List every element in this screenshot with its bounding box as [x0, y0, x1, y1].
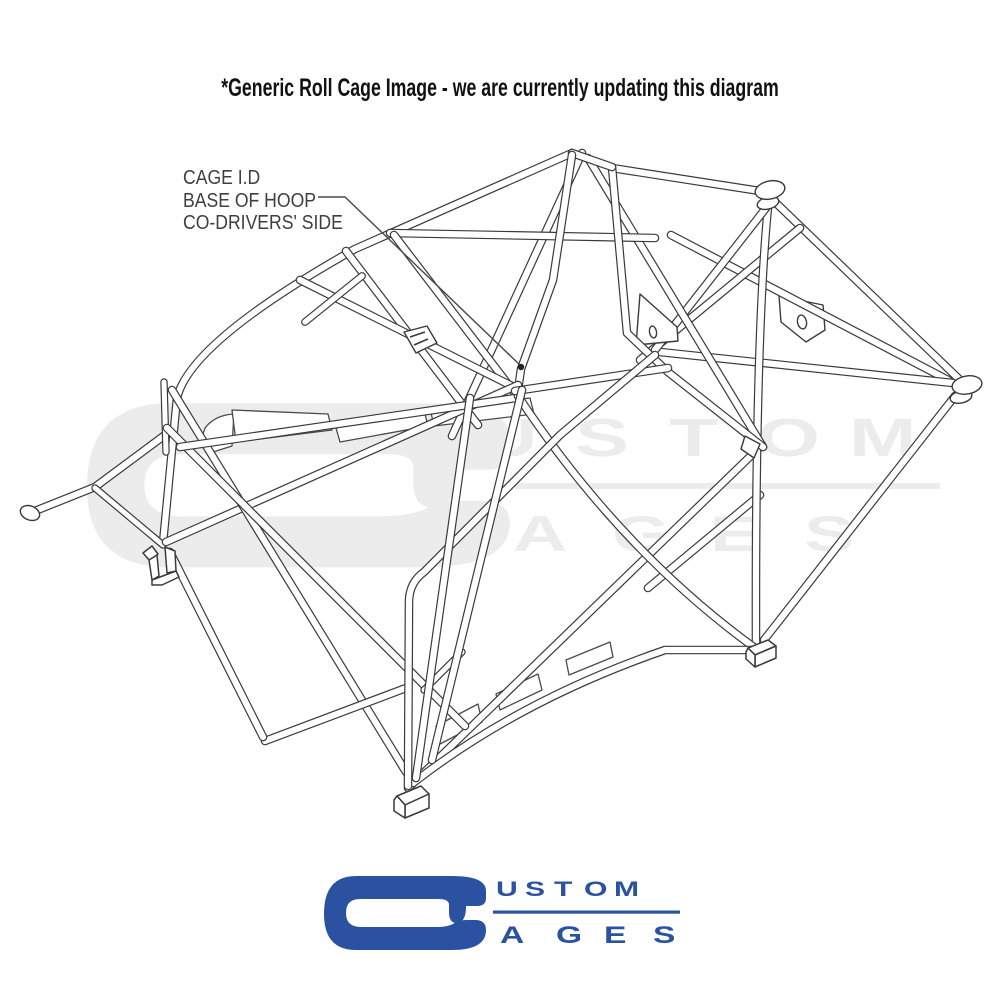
svg-text:O: O [584, 876, 607, 901]
svg-text:M: M [614, 876, 639, 901]
svg-text:O: O [757, 407, 820, 467]
svg-text:A: A [500, 922, 524, 948]
svg-text:A: A [513, 506, 567, 562]
svg-text:G: G [556, 922, 582, 948]
svg-text:T: T [669, 407, 718, 467]
svg-text:U: U [496, 876, 518, 901]
svg-text:S: S [653, 922, 675, 948]
svg-text:S: S [525, 876, 545, 901]
svg-text:E: E [604, 922, 626, 948]
svg-text:T: T [554, 876, 572, 901]
